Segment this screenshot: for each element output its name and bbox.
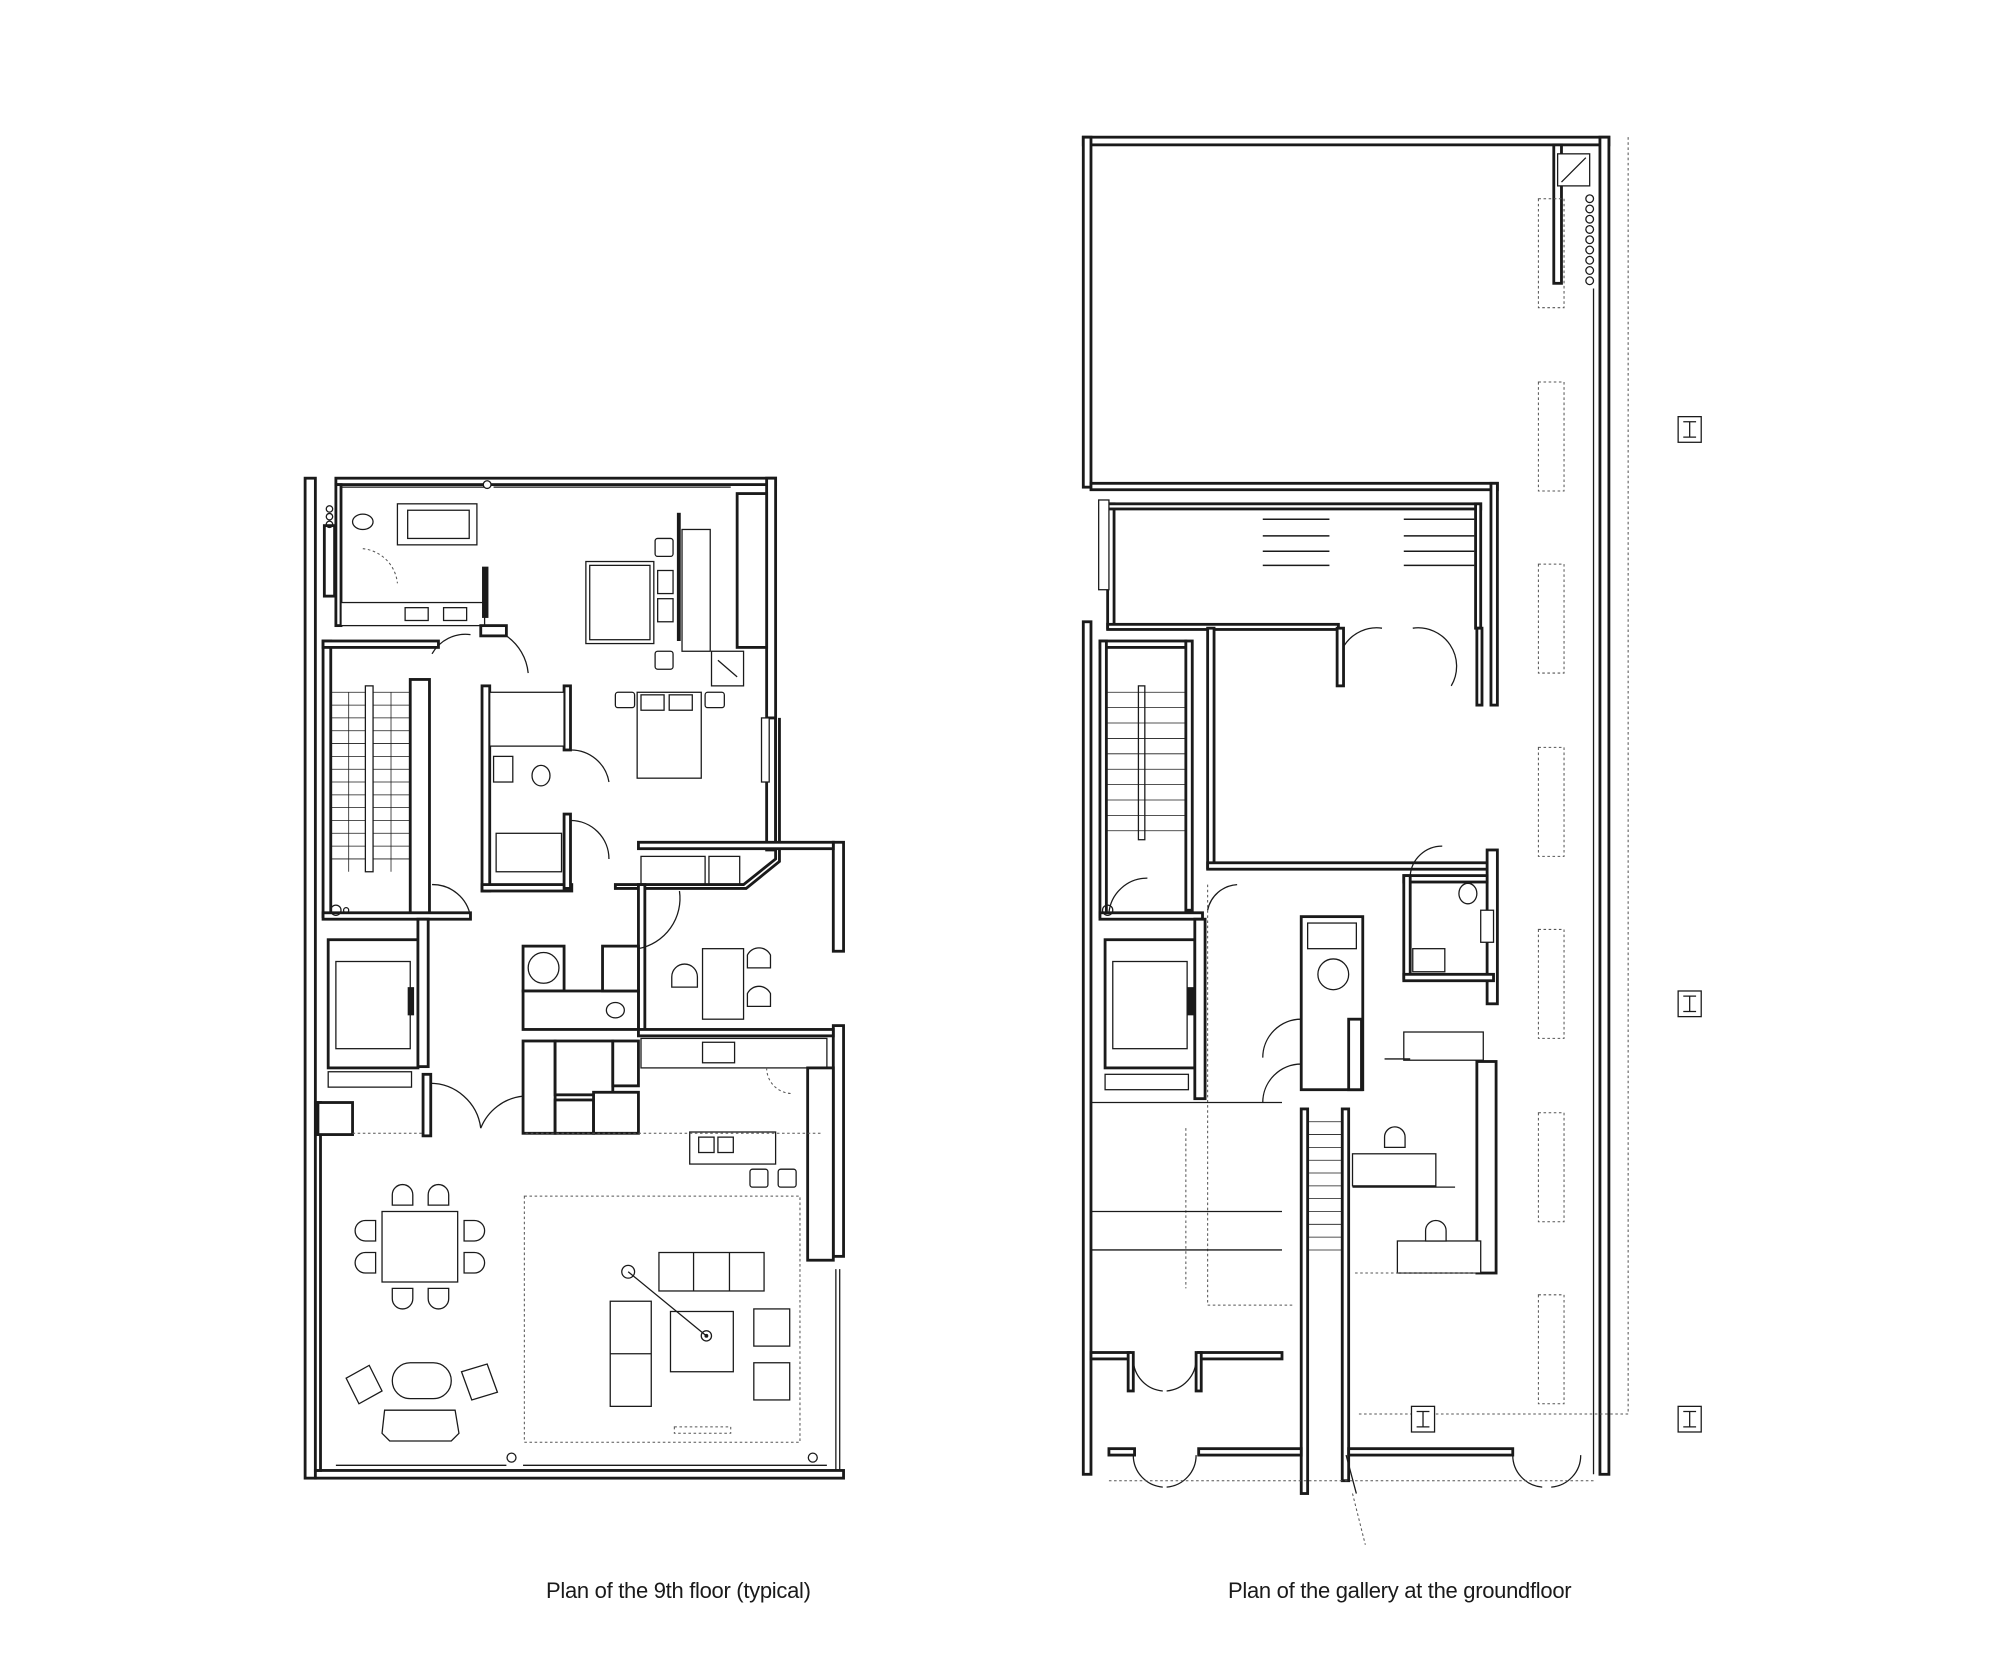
master-bathroom bbox=[322, 480, 508, 638]
tv-console bbox=[673, 1426, 732, 1434]
cooktop bbox=[701, 1041, 736, 1064]
facade-columns bbox=[1537, 194, 1595, 1405]
desk bbox=[1396, 1240, 1482, 1274]
h-column-icon bbox=[1677, 1405, 1702, 1433]
kitchen-dining bbox=[637, 840, 835, 1262]
plan-9th-floor bbox=[303, 476, 845, 1480]
sofa bbox=[381, 1409, 460, 1442]
exterior-walls bbox=[303, 476, 845, 1480]
upper-hall bbox=[1089, 481, 1499, 707]
bedroom-2 bbox=[480, 684, 781, 893]
elevator bbox=[1103, 917, 1207, 1101]
entrance-vestibules bbox=[1089, 1351, 1594, 1488]
toilet bbox=[531, 764, 551, 787]
exterior-walls bbox=[1081, 135, 1629, 1476]
wardrobe bbox=[681, 528, 711, 652]
h-column-icon bbox=[1677, 416, 1702, 443]
h-column-icon bbox=[1410, 1405, 1436, 1433]
bedroom-1 bbox=[506, 492, 769, 687]
bathtub bbox=[495, 832, 563, 873]
handrail bbox=[364, 685, 374, 873]
steel-column-icons bbox=[1410, 416, 1702, 1433]
lamp-arm bbox=[627, 1271, 707, 1337]
toilet bbox=[351, 513, 374, 531]
office bbox=[1351, 1031, 1498, 1275]
dining-table bbox=[701, 948, 745, 1020]
armchair bbox=[753, 1308, 791, 1347]
living-area bbox=[506, 1195, 818, 1463]
service-rooms bbox=[1262, 845, 1495, 1103]
rug bbox=[523, 1195, 801, 1443]
dining-area bbox=[345, 1184, 499, 1442]
staircase bbox=[1098, 639, 1238, 921]
h-column-icon bbox=[1677, 990, 1702, 1018]
wardrobe bbox=[640, 855, 706, 886]
entry-closet bbox=[316, 1072, 821, 1138]
desk bbox=[1403, 1031, 1484, 1061]
coffee-table bbox=[669, 1310, 734, 1373]
sofa bbox=[658, 1251, 765, 1292]
oval-table bbox=[391, 1362, 452, 1400]
service-core bbox=[429, 944, 640, 1135]
elevator bbox=[326, 917, 430, 1088]
armchair bbox=[753, 1362, 791, 1401]
staircase bbox=[321, 633, 472, 921]
desk bbox=[1351, 1153, 1437, 1187]
caption-9th-floor-plan: Plan of the 9th floor (typical) bbox=[546, 1578, 811, 1603]
caption-gallery-groundfloor-plan: Plan of the gallery at the groundfloor bbox=[1228, 1578, 1572, 1603]
dining-table bbox=[381, 1210, 459, 1283]
plan-gallery-groundfloor bbox=[1081, 135, 1702, 1545]
armchair bbox=[460, 1363, 499, 1401]
armchair bbox=[345, 1364, 383, 1405]
